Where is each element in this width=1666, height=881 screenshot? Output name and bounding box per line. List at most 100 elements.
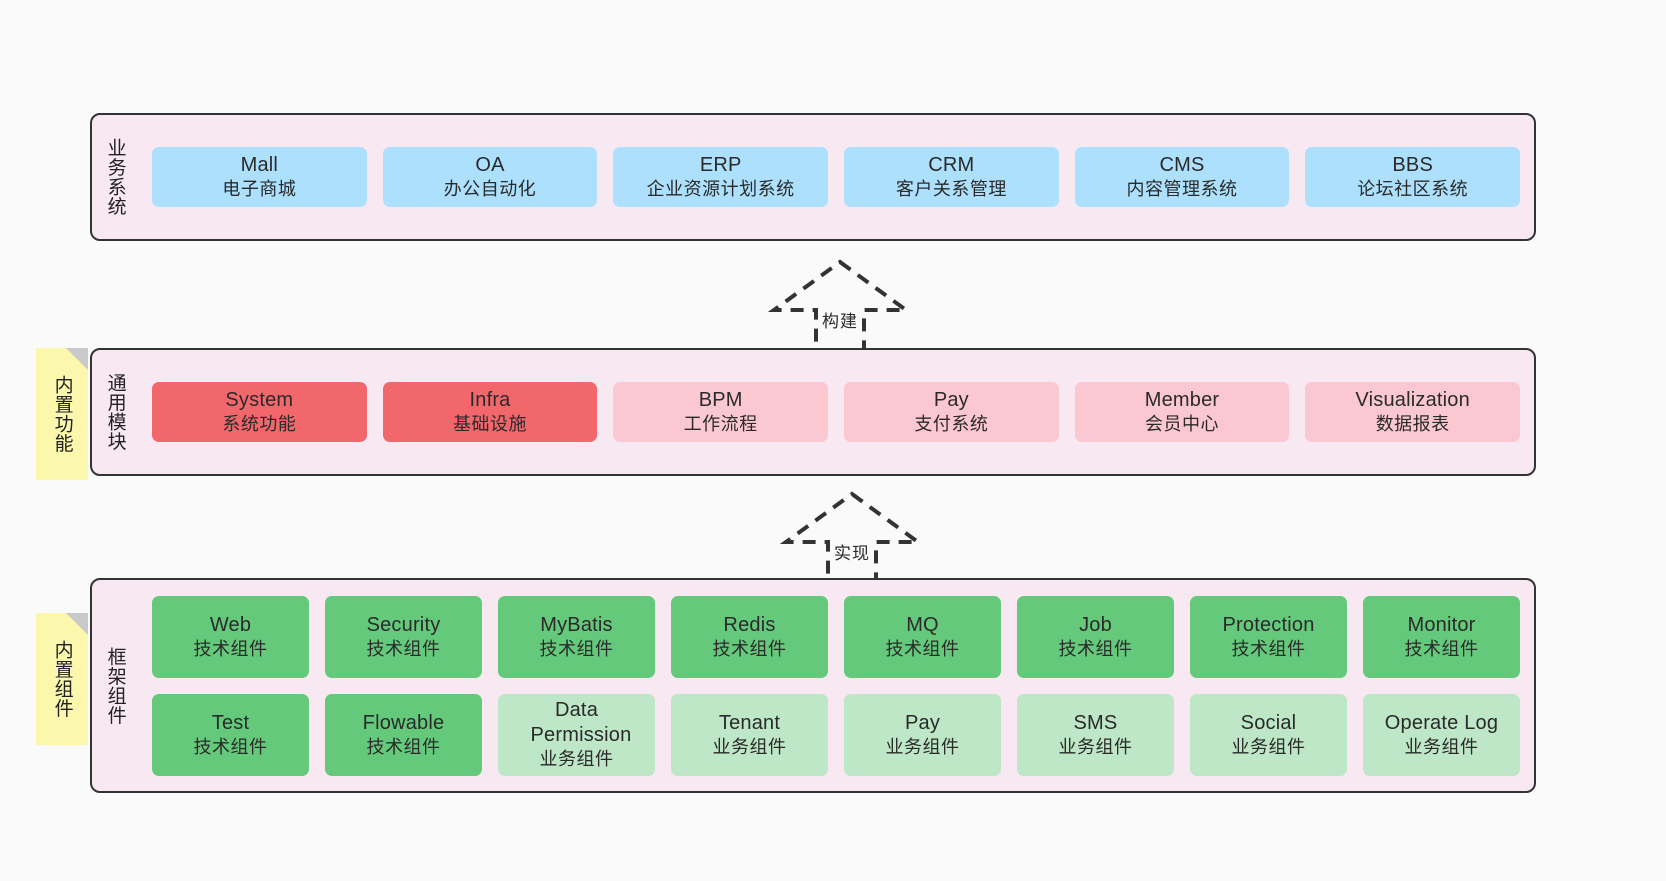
card-test[interactable]: Test 技术组件 [152,693,309,776]
layer-body-framework-components: Web 技术组件 Security 技术组件 MyBatis 技术组件 Redi… [138,580,1534,791]
card-subtitle: 业务组件 [1231,736,1306,757]
card-subtitle: 业务组件 [1058,736,1133,757]
card-title: System [225,389,294,412]
card-mall[interactable]: Mall 电子商城 [152,147,367,207]
card-title: MQ [906,613,939,636]
note-fold-corner-icon [66,348,88,370]
card-title: CMS [1159,154,1205,177]
card-subtitle: 技术组件 [366,638,441,659]
card-subtitle: 数据报表 [1375,414,1450,435]
connector-label: 实现 [831,538,873,565]
card-subtitle: 业务组件 [885,736,960,757]
card-subtitle: 技术组件 [193,736,268,757]
card-redis[interactable]: Redis 技术组件 [671,595,828,678]
card-subtitle: 论坛社区系统 [1357,179,1469,200]
card-title: BPM [698,389,743,412]
card-title: Redis [723,613,776,636]
card-title: Pay [904,711,941,734]
layer-body-business-systems: Mall 电子商城 OA 办公自动化 ERP 企业资源计划系统 CRM 客户关系… [138,115,1534,239]
card-sms[interactable]: SMS 业务组件 [1017,693,1174,776]
layer-title-business-systems: 业务系统 [104,138,126,216]
card-row: Test 技术组件 Flowable 技术组件 Data Permission … [152,693,1520,776]
card-subtitle: 工作流程 [683,414,758,435]
card-title: Security [366,613,441,636]
card-visualization[interactable]: Visualization 数据报表 [1305,382,1521,442]
card-erp[interactable]: ERP 企业资源计划系统 [613,147,829,207]
card-title: Visualization [1355,389,1470,412]
card-title: BBS [1392,154,1433,177]
card-title: Tenant [718,711,781,734]
card-subtitle: 业务组件 [539,749,614,770]
sticky-note-label: 内置功能 [51,375,73,453]
card-member[interactable]: Member 会员中心 [1074,382,1290,442]
card-web[interactable]: Web 技术组件 [152,595,309,678]
layer-body-common-modules: System 系统功能 Infra 基础设施 BPM 工作流程 Pay 支付系统… [138,350,1534,474]
card-title: Data Permission [530,699,632,747]
card-title: Infra [469,389,511,412]
sticky-note-builtin-components: 内置组件 [36,613,88,745]
card-title: Social [1240,711,1297,734]
card-mq[interactable]: MQ 技术组件 [844,595,1001,678]
card-title: CRM [928,154,975,177]
card-operate-log[interactable]: Operate Log 业务组件 [1363,693,1520,776]
card-mybatis[interactable]: MyBatis 技术组件 [498,595,655,678]
sticky-note-builtin-features: 内置功能 [36,348,88,480]
card-subtitle: 办公自动化 [443,179,537,200]
card-cms[interactable]: CMS 内容管理系统 [1074,147,1290,207]
card-subtitle: 业务组件 [1404,736,1479,757]
card-subtitle: 基础设施 [453,414,527,435]
card-pay[interactable]: Pay 支付系统 [844,382,1059,442]
card-subtitle: 技术组件 [1058,638,1133,659]
layer-title-framework-components: 框架组件 [104,646,126,725]
card-title: OA [475,154,505,177]
card-title: Job [1079,613,1112,636]
card-flowable[interactable]: Flowable 技术组件 [325,693,482,776]
card-protection[interactable]: Protection 技术组件 [1190,595,1347,678]
card-subtitle: 技术组件 [1404,638,1479,659]
card-subtitle: 客户关系管理 [895,179,1007,200]
card-title: Operate Log [1384,711,1499,734]
card-subtitle: 技术组件 [366,736,441,757]
card-row: System 系统功能 Infra 基础设施 BPM 工作流程 Pay 支付系统… [152,382,1521,442]
connector-build: 构建 [760,258,920,354]
layer-business-systems: 业务系统 Mall 电子商城 OA 办公自动化 ERP 企业资源计划系统 CRM… [90,113,1536,241]
card-title: Flowable [362,711,445,734]
card-subtitle: 业务组件 [712,736,787,757]
card-subtitle: 技术组件 [885,638,960,659]
connector-implement: 实现 [772,490,932,586]
card-subtitle: 技术组件 [712,638,787,659]
card-title: Mall [240,154,279,177]
card-subtitle: 企业资源计划系统 [646,179,795,200]
card-social[interactable]: Social 业务组件 [1190,693,1347,776]
card-infra[interactable]: Infra 基础设施 [382,382,598,442]
layer-common-modules: 通用模块 System 系统功能 Infra 基础设施 BPM 工作流程 Pay… [90,348,1536,476]
card-data-permission[interactable]: Data Permission 业务组件 [498,693,655,776]
card-tenant[interactable]: Tenant 业务组件 [671,693,828,776]
card-pay-business[interactable]: Pay 业务组件 [844,693,1001,776]
card-crm[interactable]: CRM 客户关系管理 [844,147,1059,207]
card-monitor[interactable]: Monitor 技术组件 [1363,595,1520,678]
card-security[interactable]: Security 技术组件 [325,595,482,678]
card-title: Monitor [1407,613,1476,636]
card-bpm[interactable]: BPM 工作流程 [613,382,829,442]
card-subtitle: 技术组件 [193,638,268,659]
connector-label: 构建 [819,306,861,333]
card-subtitle: 内容管理系统 [1126,179,1238,200]
card-title: SMS [1073,711,1118,734]
card-subtitle: 会员中心 [1145,414,1220,435]
card-subtitle: 支付系统 [914,414,989,435]
sticky-note-label: 内置组件 [51,640,73,718]
card-system[interactable]: System 系统功能 [152,382,367,442]
card-subtitle: 技术组件 [539,638,614,659]
card-bbs[interactable]: BBS 论坛社区系统 [1305,147,1521,207]
note-fold-corner-icon [66,613,88,635]
card-row: Mall 电子商城 OA 办公自动化 ERP 企业资源计划系统 CRM 客户关系… [152,147,1521,207]
card-title: Test [211,711,250,734]
card-title: Member [1144,389,1220,412]
card-job[interactable]: Job 技术组件 [1017,595,1174,678]
layer-framework-components: 框架组件 Web 技术组件 Security 技术组件 MyBatis 技术组件… [90,578,1536,793]
card-title: Pay [933,389,969,412]
card-oa[interactable]: OA 办公自动化 [382,147,598,207]
card-subtitle: 电子商城 [222,179,297,200]
